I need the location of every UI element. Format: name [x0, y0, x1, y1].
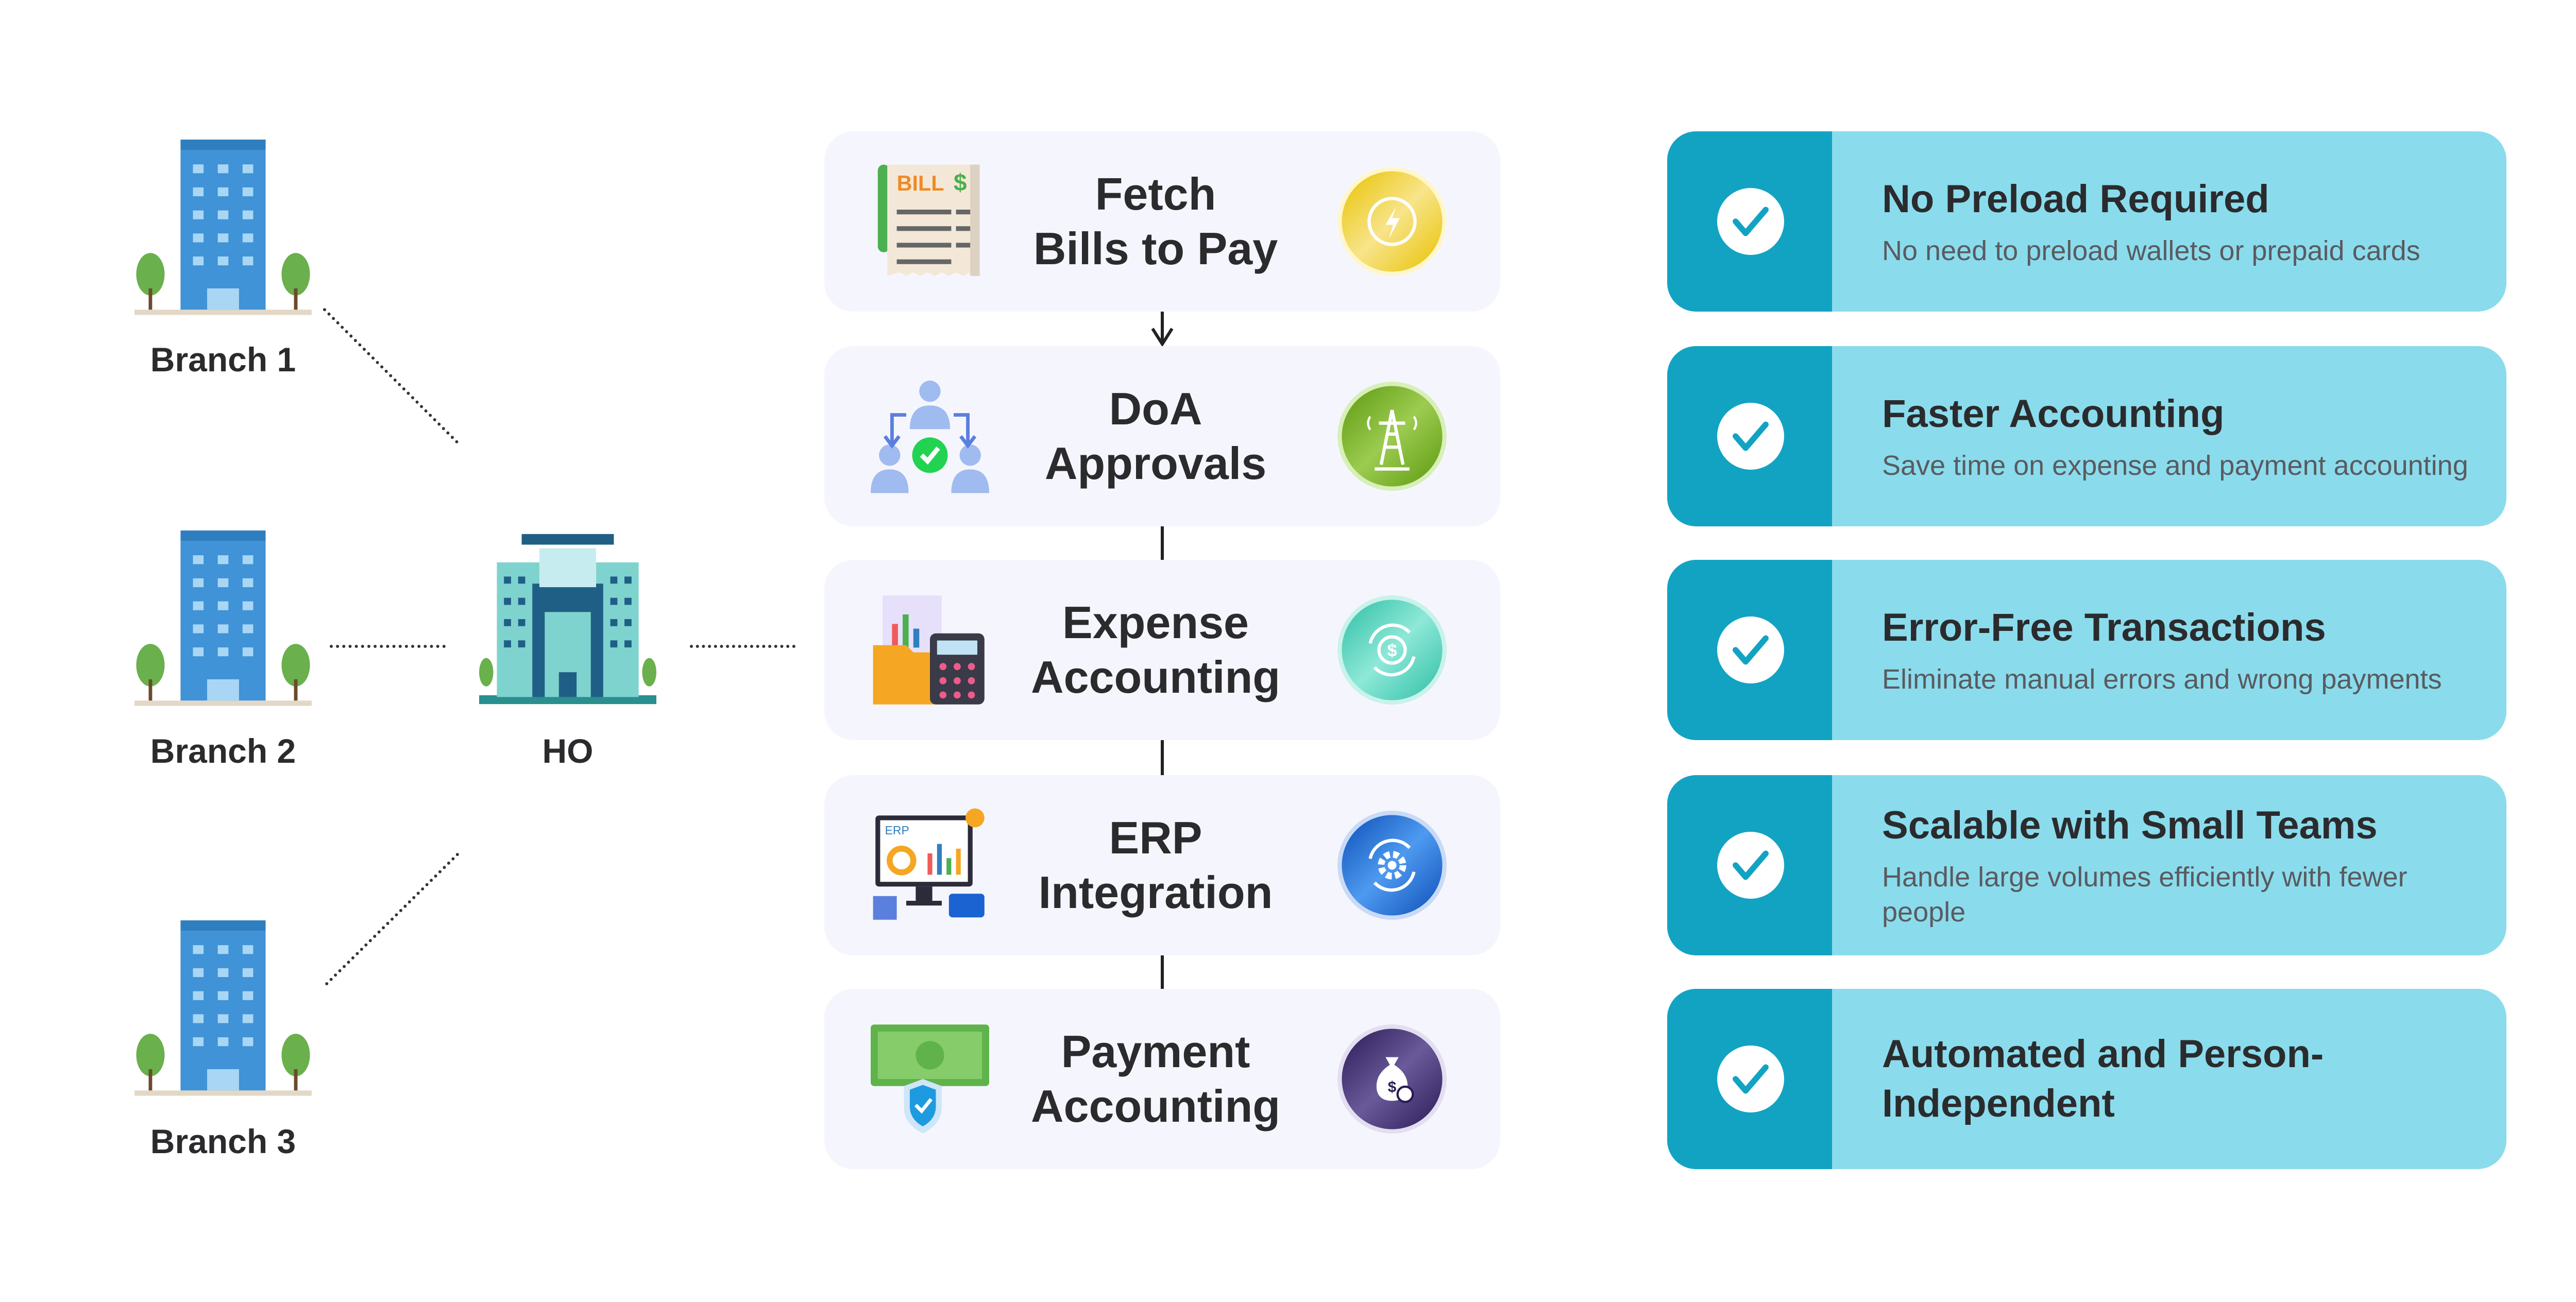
check-icon — [1717, 616, 1784, 683]
approval-people-icon — [871, 380, 989, 493]
benefit-title: Error-Free Transactions — [1882, 606, 2326, 649]
step-title-line1: Payment — [1061, 1026, 1250, 1077]
branch-1-connector — [322, 307, 459, 444]
step-title-line2: Accounting — [1031, 1081, 1280, 1132]
benefit-title: Scalable with Small Teams — [1882, 803, 2378, 847]
step-title-line2: Approvals — [1044, 438, 1267, 489]
money-bag-icon: $ — [1337, 1024, 1447, 1134]
benefit-desc: Handle large volumes efficiently with fe… — [1882, 862, 2408, 928]
svg-text:BILL: BILL — [897, 172, 944, 195]
step-title-line1: Expense — [1062, 597, 1249, 648]
flow-connector — [1161, 526, 1164, 560]
lightning-icon — [1337, 167, 1447, 276]
cash-shield-icon — [871, 1024, 989, 1134]
check-icon — [1717, 403, 1784, 470]
branch-3-building-icon — [134, 920, 312, 1096]
branch-3-connector — [325, 852, 460, 986]
gear-cycle-icon — [1337, 811, 1447, 920]
flow-connector — [1161, 955, 1164, 989]
benefit-title: Automated and Person-Independent — [1882, 1032, 2324, 1125]
benefit-title: Faster Accounting — [1882, 392, 2225, 436]
benefit-card: No Preload Required No need to preload wa… — [1667, 131, 2506, 312]
folder-calculator-icon — [873, 595, 985, 705]
branch-1-label: Branch 1 — [150, 340, 296, 379]
flow-connector — [1161, 740, 1164, 775]
branch-3-label: Branch 3 — [150, 1122, 296, 1160]
svg-text:$: $ — [1387, 641, 1397, 661]
step-title-line1: ERP — [1109, 812, 1202, 863]
branch-2-connector — [330, 645, 446, 648]
step-title-line2: Bills to Pay — [1033, 223, 1278, 274]
svg-text:$: $ — [954, 169, 967, 196]
benefit-desc: Save time on expense and payment account… — [1882, 450, 2468, 481]
arrow-down-connector — [1161, 312, 1164, 342]
branch-1-building-icon — [134, 140, 312, 315]
erp-monitor-icon: ERP — [873, 808, 985, 920]
bill-icon: BILL $ — [877, 164, 980, 276]
benefit-desc: No need to preload wallets or prepaid ca… — [1882, 235, 2420, 266]
check-icon — [1717, 832, 1784, 899]
ho-building-icon — [479, 534, 656, 705]
ho-label: HO — [542, 732, 594, 770]
dollar-cycle-icon: $ — [1337, 595, 1447, 705]
benefit-title: No Preload Required — [1882, 177, 2269, 221]
step-title-line2: Accounting — [1031, 652, 1280, 703]
ho-to-flow-connector — [690, 645, 795, 648]
step-title-line1: DoA — [1109, 383, 1202, 434]
branch-2-label: Branch 2 — [150, 732, 296, 770]
benefit-desc: Eliminate manual errors and wrong paymen… — [1882, 664, 2442, 695]
branch-2-building-icon — [134, 530, 312, 706]
step-title-line1: Fetch — [1095, 168, 1216, 219]
arrow-down-icon — [1151, 328, 1174, 346]
benefit-card: Automated and Person-Independent — [1667, 989, 2506, 1169]
step-title-line2: Integration — [1038, 867, 1273, 918]
check-icon — [1717, 188, 1784, 255]
svg-text:ERP: ERP — [885, 824, 909, 837]
tower-icon — [1337, 382, 1447, 491]
svg-text:$: $ — [1388, 1078, 1397, 1095]
check-icon — [1717, 1046, 1784, 1112]
